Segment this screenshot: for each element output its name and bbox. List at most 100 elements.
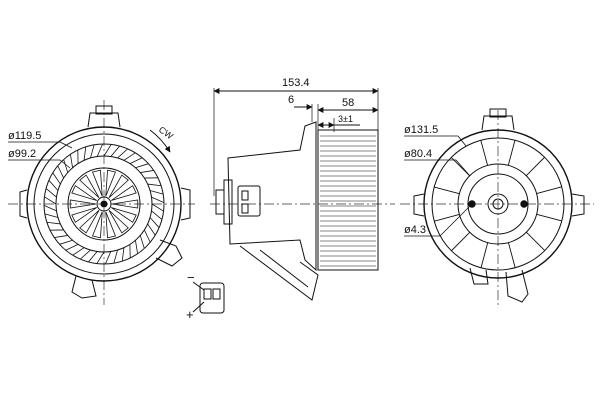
fan-blade (123, 152, 136, 161)
fan-blade (144, 229, 151, 243)
wheel-depth-label: 58 (342, 97, 354, 109)
fan-blade (59, 239, 73, 245)
right-motor-face (467, 173, 529, 235)
fan-blade (65, 244, 79, 251)
left-connector-housing (155, 239, 183, 267)
fan-blade (121, 247, 125, 262)
fan-blade (63, 159, 69, 173)
right-bearing (487, 193, 509, 215)
right-outer-diameter-label: ø131.5 (404, 124, 438, 136)
fan-blade (52, 172, 61, 185)
motor-connector-pin-1 (241, 190, 249, 201)
fan-blade (83, 146, 87, 161)
hub-spoke (71, 185, 98, 201)
fan-blade (70, 154, 73, 168)
connector-pin-1 (203, 288, 212, 300)
left-hub-spokes (69, 169, 139, 239)
housing-rib (480, 242, 489, 268)
connector-detail (192, 281, 225, 314)
fan-blade (151, 196, 165, 203)
hub-spoke (79, 174, 100, 199)
right-left-mount (413, 193, 425, 217)
right-mount-hole-2 (520, 200, 528, 208)
hub-spoke (79, 209, 100, 234)
housing-rib (525, 156, 545, 176)
motor-connector (237, 185, 261, 217)
fan-blade (80, 249, 91, 260)
minus-leader (192, 281, 205, 291)
right-housing-ring (431, 137, 565, 271)
hub-spoke (111, 199, 139, 209)
fan-blade (149, 190, 164, 195)
housing-rib (536, 213, 562, 222)
blower-wheel (317, 129, 379, 271)
fan-blade (151, 203, 164, 212)
fan-blade (135, 163, 149, 169)
fan-blade (147, 223, 156, 236)
left-housing-ring (33, 133, 175, 275)
right-top-tab (481, 115, 515, 131)
left-blade-outer-ring (43, 143, 165, 265)
fan-blade (110, 145, 120, 157)
fan-blade (54, 235, 68, 238)
fan-blade (57, 165, 64, 179)
motor-end-cap (223, 179, 233, 225)
hub-spoke (110, 207, 137, 223)
fan-blade (105, 251, 112, 265)
connector-body (199, 282, 225, 314)
fan-blade (103, 144, 112, 157)
fan-blade (90, 144, 95, 159)
right-top-tab-knob (489, 108, 507, 118)
offset-label: 6 (288, 94, 294, 106)
hole-diameter-label: ø4.3 (404, 224, 426, 236)
fan-blade (46, 221, 61, 225)
connector-plus-label: + (186, 307, 194, 322)
left-inner-diameter-label: ø99.2 (8, 148, 36, 160)
left-view-front (8, 100, 195, 305)
housing-rib (434, 213, 460, 222)
flange-edge (259, 249, 309, 288)
left-top-tab (87, 112, 121, 128)
hub-spoke (69, 199, 97, 209)
right-inner-leader-tip (455, 159, 471, 177)
fan-blade (43, 205, 57, 212)
rotation-arrow (149, 129, 171, 153)
housing-rib (434, 186, 460, 195)
fan-blade (140, 170, 154, 173)
right-outer-leader-tip (457, 135, 467, 147)
fan-blade (151, 210, 163, 220)
housing-rib (507, 242, 516, 268)
fan-blade (135, 240, 138, 254)
hub-spoke (71, 207, 98, 223)
fan-blade (45, 188, 57, 198)
left-bottom-foot (71, 275, 97, 299)
right-view-rear (400, 108, 594, 305)
plus-leader (192, 301, 205, 313)
connector-pin-2 (212, 288, 221, 300)
left-fan-blades (43, 143, 165, 265)
right-bottom-clip (469, 267, 489, 285)
fan-blade (113, 249, 118, 264)
left-hub-center (96, 196, 112, 212)
fan-blade (48, 180, 59, 191)
connector-minus-label: − (187, 270, 195, 285)
left-outer-leader-tip (59, 141, 73, 149)
fan-blade (96, 143, 103, 157)
fan-blade (96, 251, 105, 264)
hole-leader-tip (439, 205, 471, 237)
left-outer-housing (26, 126, 182, 282)
fan-blade (129, 157, 143, 164)
fan-blade (44, 213, 59, 218)
right-inner-diameter-label: ø80.4 (404, 148, 432, 160)
fan-blade (117, 148, 128, 159)
fan-blade (88, 251, 98, 263)
hub-spoke (108, 174, 129, 199)
right-right-mount (571, 193, 585, 217)
left-shaft (100, 200, 108, 208)
fan-blade (44, 196, 57, 205)
middle-view-side (210, 88, 395, 301)
fan-blade (72, 247, 85, 256)
housing-rib (507, 140, 516, 166)
